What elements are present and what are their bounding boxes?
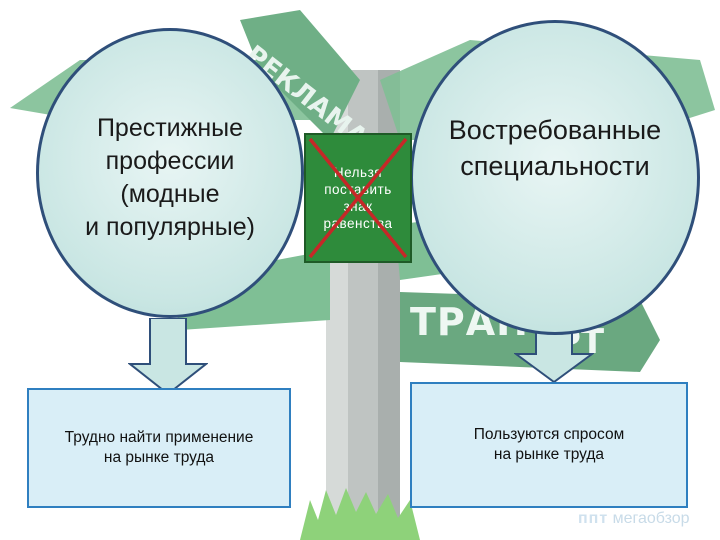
box-left-line-1: Трудно найти применение (64, 429, 254, 446)
not-equal-sign: Нельзя поставить знак равенства (304, 133, 412, 263)
grass (300, 488, 420, 540)
circle-left-line-2: профессии (105, 147, 235, 175)
cross-icon (308, 137, 408, 259)
circle-prestigious-professions: Престижные профессии (модные и популярны… (36, 28, 304, 318)
circle-right-line-2: специальности (460, 150, 650, 181)
logo-mark: ппт (578, 510, 609, 527)
circle-left-line-4: и популярные) (85, 213, 255, 241)
circle-left-line-3: (модные (120, 180, 220, 208)
circle-right-line-1: Востребованные (448, 114, 662, 145)
circle-right-text: Востребованные специальности (449, 112, 661, 184)
arrow-left (128, 318, 208, 396)
box-hard-to-find-job: Трудно найти применение на рынке труда (27, 388, 291, 508)
watermark-logo: ппт мегаобзор (578, 510, 690, 528)
circle-left-text: Престижные профессии (модные и популярны… (85, 112, 255, 244)
box-in-demand: Пользуются спросом на рынке труда (410, 382, 688, 508)
box-right-line-1: Пользуются спросом (473, 426, 625, 443)
circle-left-line-1: Престижные (96, 114, 244, 142)
circle-demanded-specialties: Востребованные специальности (410, 20, 700, 335)
box-right-line-2: на рынке труда (493, 446, 605, 463)
box-left-line-2: на рынке труда (103, 449, 215, 466)
logo-name: мегаобзор (612, 510, 690, 527)
road-sign-reklama (240, 10, 360, 140)
